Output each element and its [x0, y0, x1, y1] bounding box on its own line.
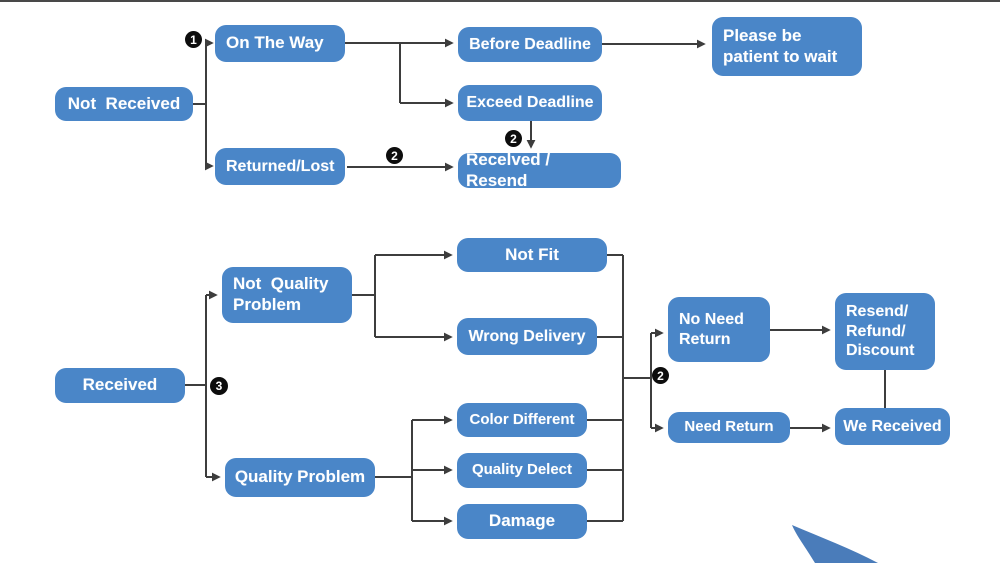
connector-arrows	[204, 38, 831, 526]
node-color-different: Color Different	[457, 403, 587, 437]
node-quality-problem: Quality Problem	[225, 458, 375, 497]
node-received-resend: Recelved / Resend	[458, 150, 621, 190]
node-we-received: We Received	[835, 408, 950, 445]
node-please-wait: Please be patient to wait	[712, 17, 862, 76]
step-marker-3: 3	[210, 377, 228, 395]
node-received: Received	[55, 368, 185, 403]
node-exceed-deadline: Exceed Deadline	[458, 85, 602, 121]
swoosh-decoration	[792, 525, 878, 563]
node-resend-refund-discount: Resend/ Refund/ Discount	[835, 293, 935, 370]
node-wrong-delivery: Wrong Delivery	[457, 318, 597, 355]
node-not-fit: Not Fit	[457, 238, 607, 272]
step-marker-2-deadline: 2	[505, 130, 522, 147]
node-not-received: Not Received	[55, 87, 193, 121]
node-on-the-way: On The Way	[215, 25, 345, 62]
node-not-quality-problem: Not Quality Problem	[222, 267, 352, 323]
top-edge-artifact	[0, 0, 1000, 2]
connector-trunks	[185, 42, 886, 522]
node-need-return: Need Return	[668, 412, 790, 443]
node-no-need-return: No Need Return	[668, 297, 770, 362]
step-marker-1: 1	[185, 31, 202, 48]
node-before-deadline: Before Deadline	[458, 27, 602, 62]
node-returned-lost: Returned/Lost	[215, 148, 345, 185]
step-marker-2-return: 2	[652, 367, 669, 384]
node-quality-delect: Quality Delect	[457, 453, 587, 488]
step-marker-2-returned: 2	[386, 147, 403, 164]
node-damage: Damage	[457, 504, 587, 539]
